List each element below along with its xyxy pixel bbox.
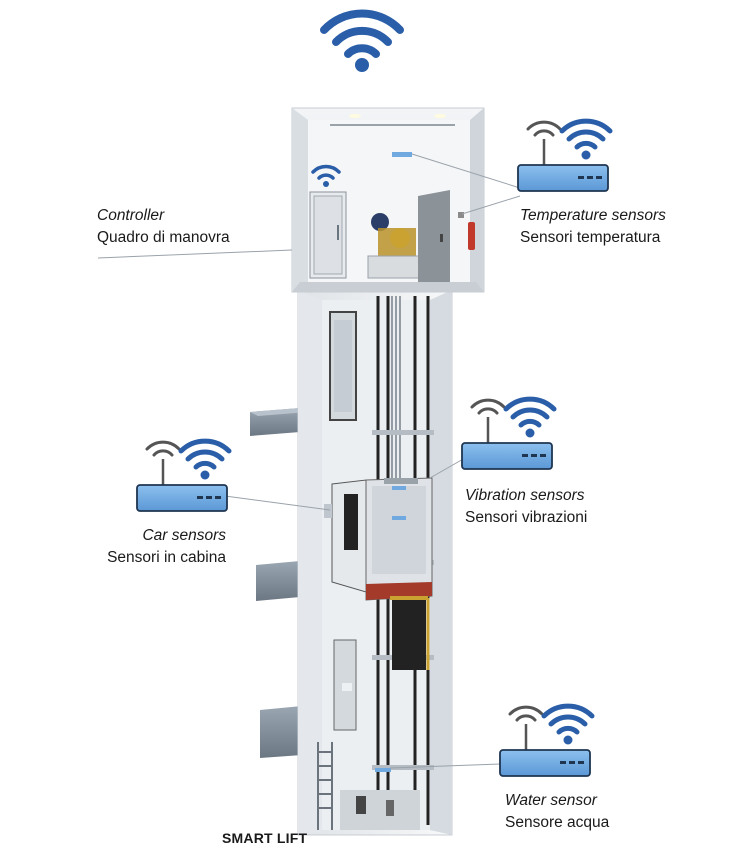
controller-label: Controller Quadro di manovra <box>97 205 230 249</box>
car-label: Car sensors Sensori in cabina <box>82 525 226 569</box>
temperature-router-icon <box>517 118 613 192</box>
antenna-icon <box>508 705 544 750</box>
hoist-cables <box>391 296 401 480</box>
pit-ladder <box>317 742 333 830</box>
machine-room <box>291 107 485 293</box>
router-icon <box>461 442 553 470</box>
counterweight <box>390 596 430 670</box>
antenna-icon <box>145 440 181 485</box>
car-it: Sensori in cabina <box>107 549 226 566</box>
antenna-icon <box>470 398 506 443</box>
water-router-icon <box>499 703 595 777</box>
water-en: Water sensor <box>505 792 597 809</box>
antenna-icon <box>526 120 562 165</box>
water-it: Sensore acqua <box>505 814 610 831</box>
floor-slabs <box>250 408 308 758</box>
wifi-icon <box>178 438 232 480</box>
wifi-icon <box>503 396 557 438</box>
router-icon <box>499 749 591 777</box>
controller-en: Controller <box>97 207 165 224</box>
water-label: Water sensor Sensore acqua <box>505 790 609 834</box>
car-router-icon <box>136 438 232 512</box>
controller-it: Quadro di manovra <box>97 229 230 246</box>
vibration-en: Vibration sensors <box>465 487 585 504</box>
router-icon <box>136 484 228 512</box>
wifi-icon <box>559 118 613 160</box>
vibration-label: Vibration sensors Sensori vibrazioni <box>465 485 587 529</box>
pit-floor <box>340 768 420 830</box>
router-icon <box>517 164 609 192</box>
elevator-car <box>324 477 433 601</box>
temperature-en: Temperature sensors <box>520 207 666 224</box>
diagram-title: SMART LIFT <box>222 830 308 846</box>
wifi-icon <box>541 703 595 745</box>
car-en: Car sensors <box>142 527 226 544</box>
vibration-it: Sensori vibrazioni <box>465 509 588 526</box>
landing-doors <box>329 311 357 731</box>
main-wifi-icon <box>320 9 404 72</box>
temperature-it: Sensori temperatura <box>520 229 661 246</box>
leader-lines <box>97 153 521 769</box>
vibration-router-icon <box>461 396 557 470</box>
temperature-label: Temperature sensors Sensori temperatura <box>520 205 666 249</box>
